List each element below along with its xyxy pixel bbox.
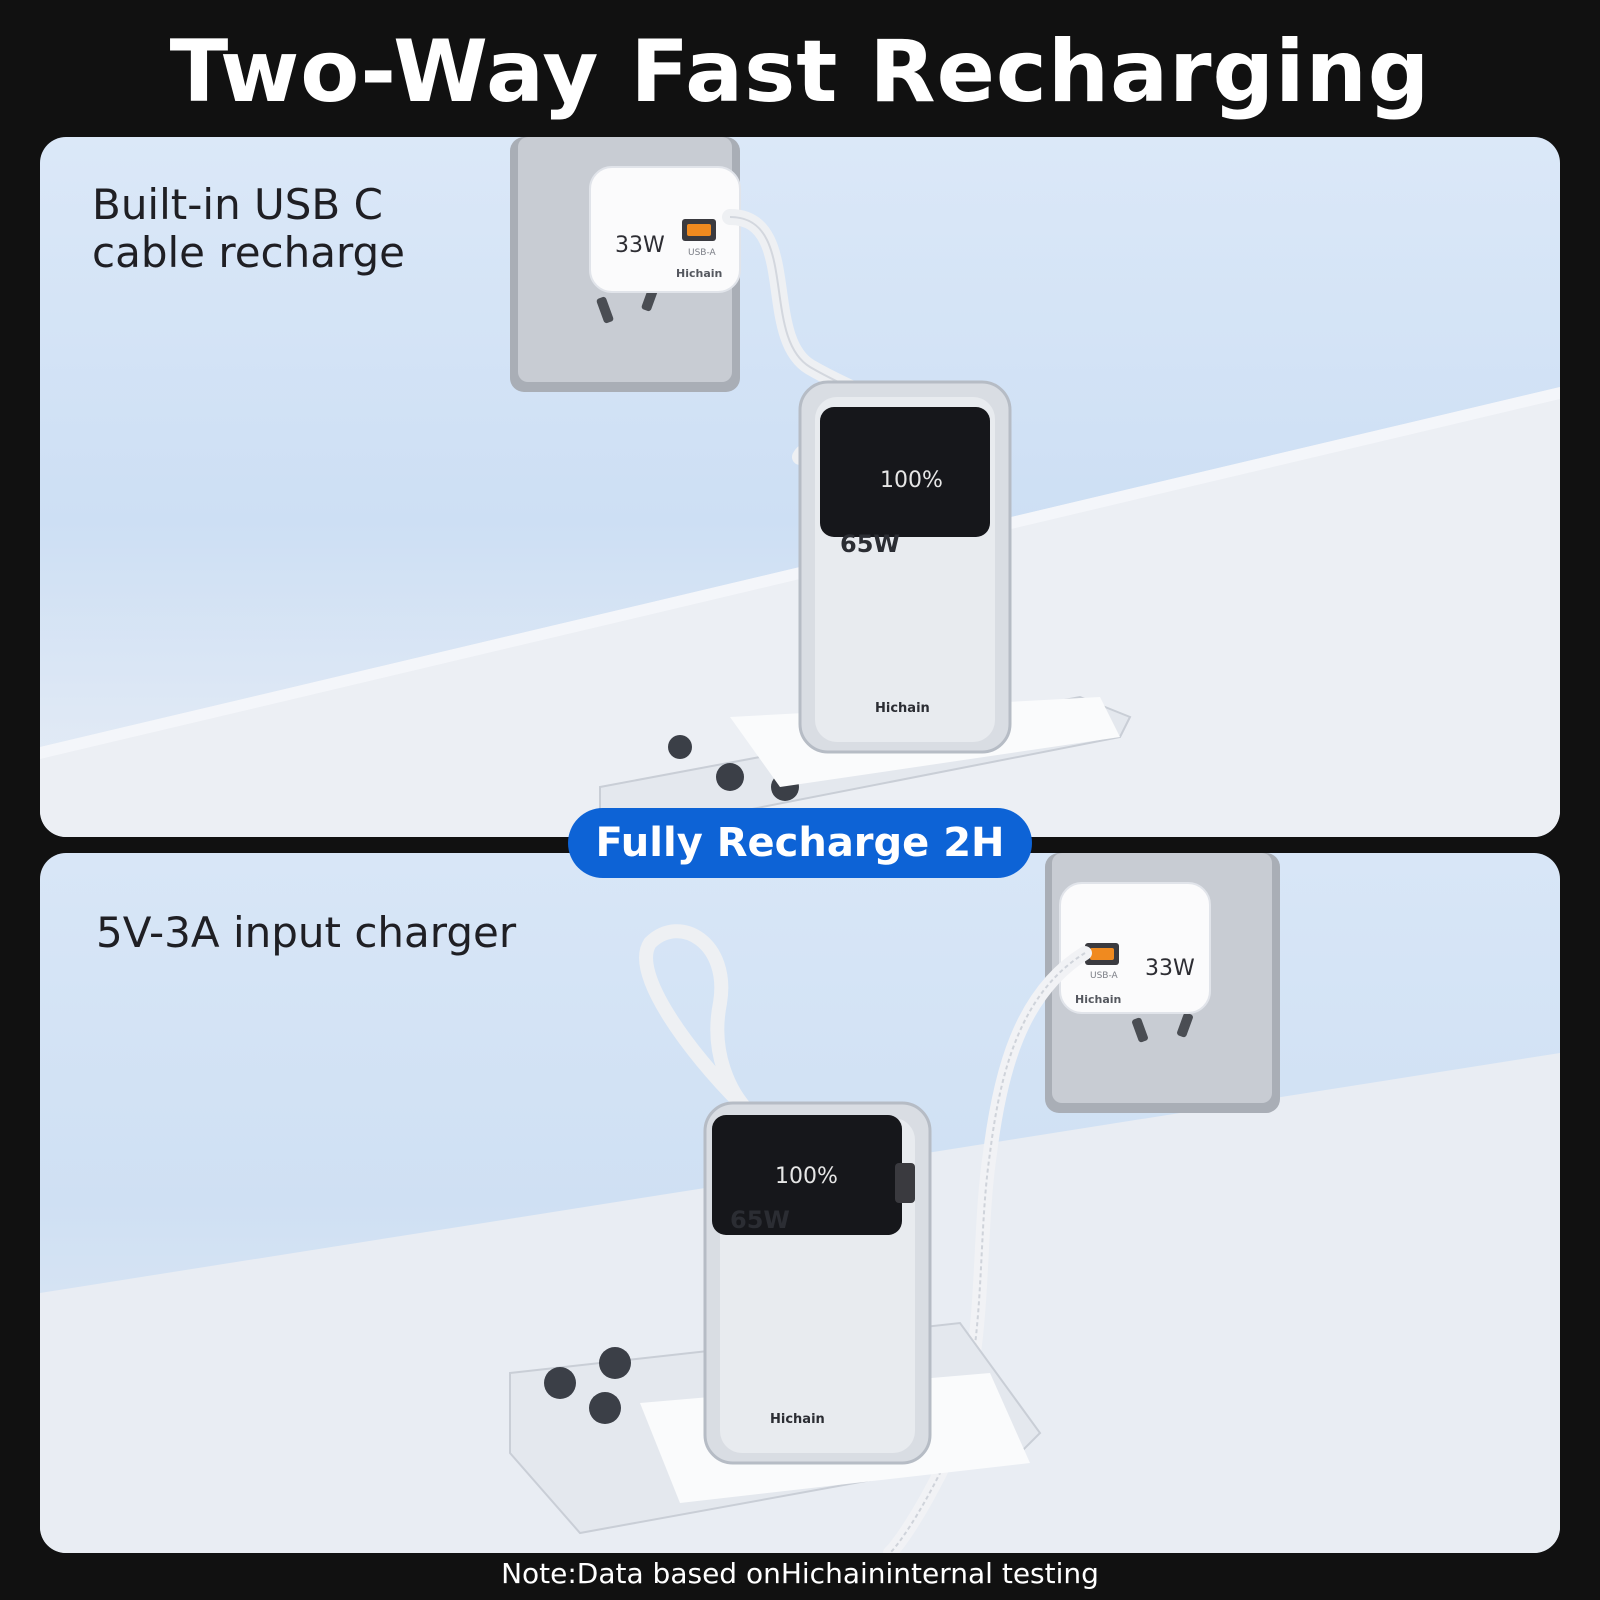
braided-cable-texture <box>889 952 1086 1553</box>
charger-wattage: 33W <box>615 233 665 258</box>
battery-percentage: 100% <box>775 1164 838 1189</box>
builtin-cable-loop <box>639 924 757 1120</box>
charger-wattage: 33W <box>1145 956 1195 981</box>
usb-a-port <box>895 1163 915 1203</box>
socket-holes <box>1132 1012 1193 1043</box>
testing-note: Note:Data based onHichaininternal testin… <box>501 1557 1099 1590</box>
power-bank-screen <box>712 1115 902 1235</box>
panel-builtin-cable: 33W USB-A Hichain 100% 65W Hichain Built… <box>40 137 1560 837</box>
power-bank-screen <box>820 407 990 537</box>
power-bank-wattage: 65W <box>730 1206 790 1234</box>
power-bank: 100% 65W Hichain <box>798 380 1012 754</box>
charger-brand: Hichain <box>676 267 722 280</box>
power-bank: 100% 65W Hichain <box>703 1101 932 1465</box>
wall-charger: 33W USB-A Hichain <box>1059 882 1211 1014</box>
battery-percentage: 100% <box>880 468 943 493</box>
caption-line-2: cable recharge <box>92 228 406 277</box>
page-title: Two-Way Fast Recharging <box>169 22 1431 122</box>
recharge-time-badge: Fully Recharge 2H <box>568 808 1032 878</box>
charger-brand: Hichain <box>1075 993 1121 1006</box>
caption-line-1: Built-in USB C <box>92 180 383 229</box>
charger-port-label: USB-A <box>1090 971 1119 981</box>
charger-port-label: USB-A <box>688 248 717 258</box>
scene-input-charger: 33W USB-A Hichain 100% 65W Hichain <box>40 853 1560 1553</box>
caption-input-charger: 5V-3A input charger <box>96 908 517 957</box>
panel-input-charger: 33W USB-A Hichain 100% 65W Hichain 5V-3A… <box>40 853 1560 1553</box>
power-bank-brand: Hichain <box>875 701 930 716</box>
power-bank-brand: Hichain <box>770 1412 825 1427</box>
power-bank-wattage: 65W <box>840 530 900 558</box>
caption-builtin-cable: Built-in USB C cable recharge <box>92 181 552 277</box>
wall-charger: 33W USB-A Hichain <box>589 166 741 293</box>
